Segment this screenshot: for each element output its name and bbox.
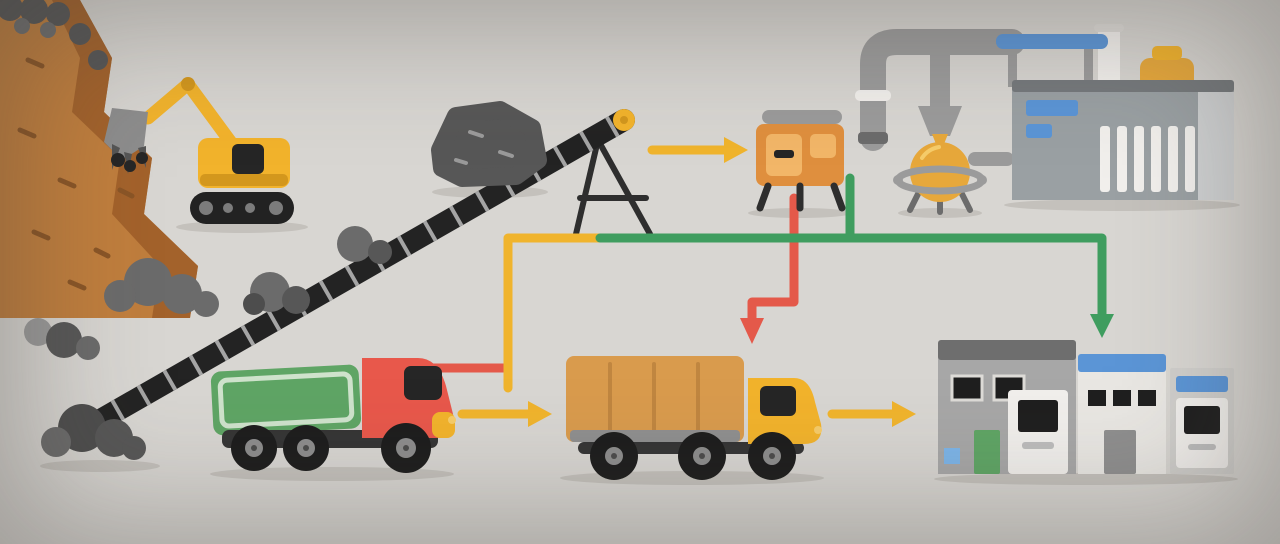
quarry-cliff (0, 0, 219, 360)
conveyor-support-frame (573, 137, 653, 237)
kiosk-slot (1022, 442, 1054, 449)
line-crusher-to-stores-green (595, 173, 1114, 338)
boulder-speckles (454, 130, 514, 165)
factory-window-wide (1026, 100, 1078, 116)
arrow-dump-to-box-truck (457, 401, 552, 427)
factory-vent-slats (1100, 126, 1195, 192)
vending-slot (1188, 444, 1216, 450)
dump-bed (210, 364, 362, 436)
store-b-windows (1088, 390, 1156, 406)
factory-roof-band (1012, 80, 1234, 92)
factory-tank-lid (1152, 46, 1182, 60)
excavator-cab-window (232, 144, 264, 174)
furnace-mixer (893, 142, 987, 215)
retail-buildings (938, 340, 1234, 474)
large-boulder (431, 101, 547, 187)
crusher-panel-right (810, 134, 836, 158)
funnel (918, 106, 962, 136)
arrow-conveyor-to-crusher (647, 137, 748, 163)
yellow-arrowhead-2 (528, 401, 552, 427)
dump-headlight (448, 416, 456, 424)
store-c (1170, 368, 1234, 474)
line-crusher-to-box-truck-red (740, 193, 799, 344)
store-b (1078, 354, 1166, 474)
crusher-top-bar (762, 110, 842, 124)
yellow-arrowhead-1 (724, 137, 748, 163)
cliff-base-rocks (24, 258, 219, 360)
dump-wheels (231, 423, 431, 473)
store-c-vending-machine (1176, 398, 1228, 468)
excavator-claw-rubble (111, 152, 148, 172)
dump-front-bumper (432, 412, 455, 438)
dump-cab-window (404, 366, 442, 400)
factory-building (996, 24, 1234, 200)
factory-right-wing (1198, 92, 1234, 200)
box-cab-window (760, 386, 796, 416)
excavator-body-stripe (200, 174, 288, 186)
belt-pulley-hub (620, 116, 628, 124)
crusher-legs (756, 182, 846, 212)
furnace-to-factory-pipe (968, 152, 1014, 166)
arrow-box-truck-to-stores (827, 401, 916, 427)
crusher-machine (756, 110, 846, 212)
red-arrowhead (740, 318, 764, 344)
main-pipe (860, 29, 1025, 151)
furnace-ring-knob-left (893, 175, 903, 185)
store-a-blue-box (944, 448, 960, 464)
store-c-sign-band (1176, 376, 1228, 392)
green-arrowhead (1090, 314, 1114, 338)
store-a-vending-kiosk (1008, 390, 1068, 474)
pipe-flange (855, 90, 891, 101)
pipe-mouth (858, 132, 888, 144)
rocks-on-belt (243, 226, 392, 315)
excavator-arm-joint (181, 77, 195, 91)
conveyor-base-rocks (41, 404, 146, 460)
pipe-system (855, 29, 1025, 166)
store-a-door (974, 430, 1000, 474)
excavator (104, 77, 294, 224)
line-branch-yellow (503, 233, 605, 393)
crusher-panel-slot (774, 150, 794, 158)
factory-chimney-cap (1094, 24, 1124, 32)
blue-beam (996, 34, 1108, 49)
vending-screen (1184, 406, 1220, 434)
cliff-shaded-edge (52, 0, 198, 318)
box-truck (566, 356, 822, 480)
kiosk-screen (1018, 400, 1058, 432)
furnace-ring-knob-right (977, 175, 987, 185)
store-b-sign-band (1078, 354, 1166, 372)
factory-pipe-beam (996, 34, 1108, 87)
factory-window-small (1026, 124, 1052, 138)
cliff-texture (17, 57, 135, 291)
store-a-roof (938, 340, 1076, 360)
box-headlight (814, 426, 822, 434)
box-wheels (590, 432, 796, 480)
excavator-tracks (190, 192, 294, 224)
cliff-rim-rocks (0, 0, 108, 70)
dump-truck (210, 358, 456, 473)
box-panel-lines (608, 362, 700, 436)
store-a-window-1 (950, 374, 984, 402)
store-a (938, 340, 1076, 474)
furnace-shine (920, 145, 941, 160)
yellow-arrowhead-3 (892, 401, 916, 427)
excavator-track-wheels (199, 201, 283, 215)
store-b-door (1104, 430, 1136, 474)
